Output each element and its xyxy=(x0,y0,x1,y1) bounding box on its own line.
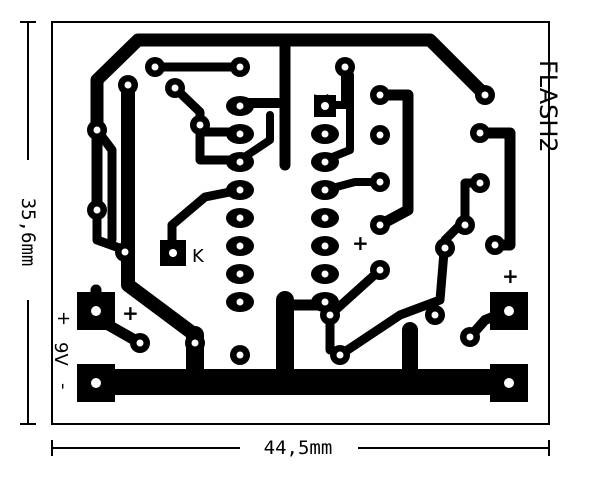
ic-pad-left-5-hole xyxy=(236,242,244,250)
supply-plus-sign: + xyxy=(53,311,74,326)
trace-top-loop xyxy=(90,33,492,137)
ic-pad-right-3-hole xyxy=(321,186,329,194)
plus-sign-left: + xyxy=(122,301,139,325)
pad-22-hole xyxy=(376,266,384,274)
pad-11-hole xyxy=(341,63,349,71)
ic-pad-left-7-hole xyxy=(236,298,244,306)
ic-pad-right-2-hole xyxy=(321,158,329,166)
pad-19-hole xyxy=(461,221,469,229)
supply-voltage-label: 9V xyxy=(50,342,71,366)
ic-pad-left-3-hole xyxy=(236,186,244,194)
plus-sign-right: + xyxy=(502,264,519,288)
ic-pad-left-2-hole xyxy=(236,158,244,166)
plus-sign-center: + xyxy=(352,231,369,255)
pad-21-hole xyxy=(491,241,499,249)
pad-9-hole xyxy=(191,339,199,347)
pad-6-hole xyxy=(124,81,132,89)
ic-pad-right-1-hole xyxy=(321,130,329,138)
board-title: FLASH2 xyxy=(534,60,562,153)
pad-26-hole xyxy=(466,333,474,341)
ic-pads xyxy=(226,96,339,312)
trace-ic-c xyxy=(236,111,274,164)
pad-2-hole xyxy=(171,84,179,92)
trace-left-long xyxy=(121,78,202,342)
pad-17-hole xyxy=(476,129,484,137)
pad-0-hole xyxy=(151,63,159,71)
pad-4-hole xyxy=(93,126,101,134)
pad-20-hole xyxy=(441,244,449,252)
width-label: 44,5mm xyxy=(264,437,333,459)
ic-pad-left-0-hole xyxy=(236,102,244,110)
ic-pad-left-4-hole xyxy=(236,214,244,222)
pad-3-hole xyxy=(196,121,204,129)
pad-15-hole xyxy=(376,221,384,229)
trace-cathode xyxy=(167,185,245,258)
ic-pad-right-5-hole xyxy=(321,242,329,250)
pad-18-hole xyxy=(476,179,484,187)
height-label: 35,6mm xyxy=(17,198,39,267)
pad-7-hole xyxy=(121,248,129,256)
pads xyxy=(77,95,528,402)
round-pads xyxy=(87,57,505,365)
height-dimension xyxy=(20,21,36,425)
cathode-label: K xyxy=(192,246,205,267)
trace-right-c xyxy=(374,89,414,231)
ic-pad-right-4-hole xyxy=(321,214,329,222)
width-dimension xyxy=(51,440,550,456)
pad-24-hole xyxy=(336,351,344,359)
pad-12-hole xyxy=(376,91,384,99)
pad-13-hole xyxy=(376,131,384,139)
ic-pad-left-6-hole xyxy=(236,270,244,278)
pad-25-hole xyxy=(431,311,439,319)
supply-minus-sign: - xyxy=(53,383,74,390)
pin1-label: 1 xyxy=(309,92,333,105)
ic-pad-right-6-hole xyxy=(321,270,329,278)
pad-5-hole xyxy=(93,206,101,214)
pad-1-hole xyxy=(236,63,244,71)
pad-16-hole xyxy=(481,91,489,99)
ic-pad-left-1-hole xyxy=(236,130,244,138)
pad-8-hole xyxy=(136,339,144,347)
ic-pad-right-7-hole xyxy=(321,298,329,306)
pad-10-hole xyxy=(236,351,244,359)
pad-14-hole xyxy=(376,178,384,186)
pad-23-hole xyxy=(326,311,334,319)
